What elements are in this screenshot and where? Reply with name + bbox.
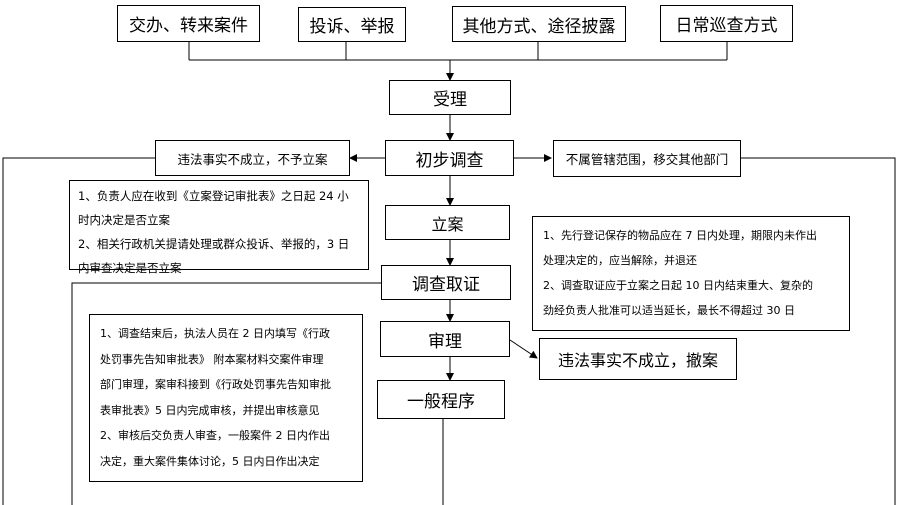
note-register-line-2: 时内决定是否立案 <box>78 213 170 227</box>
note-review-line-2: 处罚事先告知审批表》 附本案材料交案件审理 <box>100 352 324 366</box>
note-review: 1、调查结束后，执法人员在 2 日内填写《行政 处罚事先告知审批表》 附本案材料… <box>89 314 363 482</box>
note-review-line-1: 1、调查结束后，执法人员在 2 日内填写《行政 <box>100 327 330 340</box>
note-register-line-1: 1、负责人应在收到《立案登记审批表》之日起 24 小 <box>78 189 349 203</box>
note-review-line-3: 部门审理，案审科接到《行政处罚事先告知审批 <box>100 378 331 391</box>
source-complaints: 投诉、举报 <box>298 7 406 42</box>
source-other-disclosure: 其他方式、途径披露 <box>452 6 626 42</box>
branch-withdraw-case: 违法事实不成立，撤案 <box>539 338 737 380</box>
step-accept: 受理 <box>389 80 511 115</box>
note-investigate-line-3: 2、调查取证应于立案之日起 10 日内结束重大、复杂的 <box>543 279 813 292</box>
note-investigate: 1、先行登记保存的物品应在 7 日内处理，期限内未作出 处理决定的，应当解除，并… <box>532 216 850 331</box>
note-register: 1、负责人应在收到《立案登记审批表》之日起 24 小 时内决定是否立案 2、相关… <box>69 180 369 275</box>
note-investigate-line-4: 劲经负责人批准可以适当延长，最长不得超过 30 日 <box>543 304 795 317</box>
note-review-line-5: 2、审核后交负责人审查，一般案件 2 日内作出 <box>100 429 330 442</box>
note-review-line-4: 表审批表》5 日内完成审核，并提出审核意见 <box>100 403 320 417</box>
note-register-line-3: 2、相关行政机关提请处理或群众投诉、举报的，3 日 <box>78 237 350 251</box>
source-daily-patrol: 日常巡查方式 <box>660 5 793 42</box>
note-investigate-line-1: 1、先行登记保存的物品应在 7 日内处理，期限内未作出 <box>543 229 817 242</box>
branch-not-jurisdiction: 不属管辖范围，移交其他部门 <box>553 140 741 177</box>
note-review-line-6: 决定，重大案件集体讨论，5 日内日作出决定 <box>100 454 320 468</box>
source-assigned-cases: 交办、转来案件 <box>117 5 260 42</box>
step-general-procedure: 一般程序 <box>377 380 505 419</box>
step-investigate-evidence: 调查取证 <box>381 265 511 300</box>
branch-not-established: 违法事实不成立，不予立案 <box>155 140 350 176</box>
step-review: 审理 <box>380 321 510 357</box>
note-register-line-4: 内审查决定是否立案 <box>78 261 182 275</box>
step-register-case: 立案 <box>385 205 510 240</box>
note-investigate-line-2: 处理决定的，应当解除，并退还 <box>543 254 697 267</box>
step-preliminary-investigation: 初步调查 <box>385 140 514 176</box>
